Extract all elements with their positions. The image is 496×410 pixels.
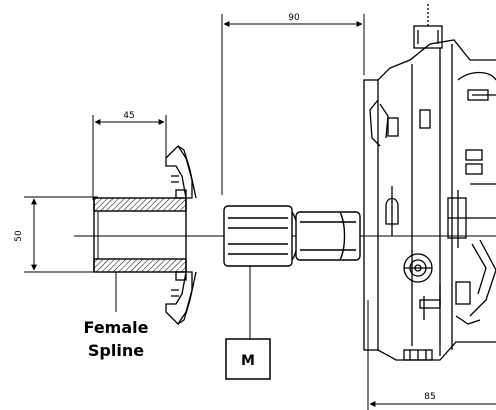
dimension-spline-length: 45 <box>92 111 167 200</box>
dimension-spline-diameter-label: 50 <box>14 230 24 242</box>
dimension-bottom: 85 <box>367 300 496 410</box>
dimension-spline-diameter: 50 <box>14 196 98 273</box>
female-spline-sleeve <box>93 197 187 273</box>
male-shaft <box>223 205 361 267</box>
dimension-top-label: 90 <box>288 13 300 23</box>
gearbox-body <box>363 4 496 361</box>
female-spline-label-line2: Spline <box>88 341 144 360</box>
motor-box: M <box>225 338 271 380</box>
female-spline-label-line1: Female <box>84 318 149 337</box>
motor-box-label: M <box>241 353 255 369</box>
dimension-top: 90 <box>221 13 365 195</box>
spline-flange <box>165 144 197 326</box>
dimension-spline-length-label: 45 <box>123 111 134 121</box>
dimension-bottom-label: 85 <box>424 392 435 402</box>
